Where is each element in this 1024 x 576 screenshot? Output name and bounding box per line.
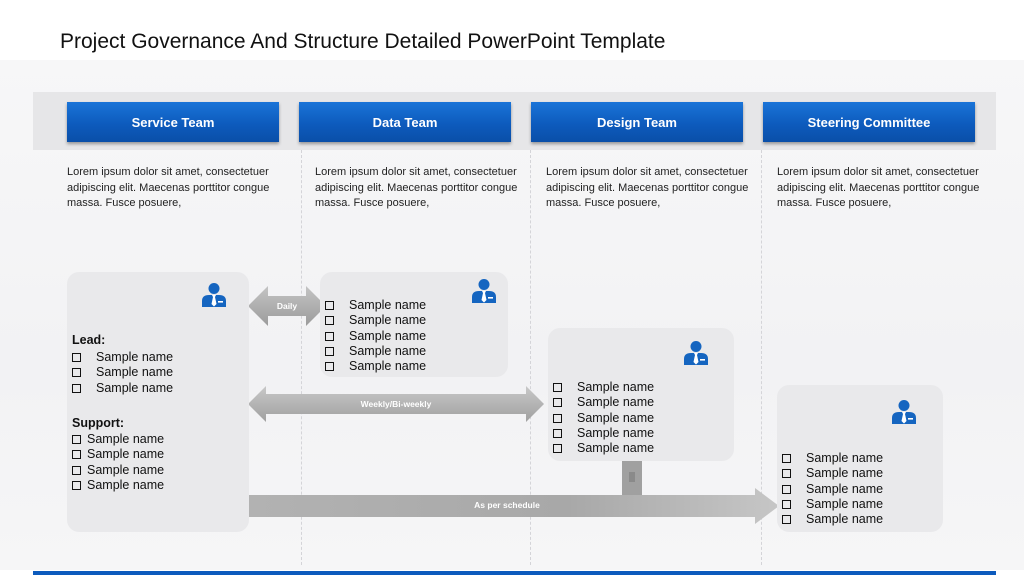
- daily-label: Daily: [276, 301, 298, 311]
- data-team-card: Sample name Sample name Sample name Samp…: [320, 272, 508, 377]
- checkbox-icon: [553, 383, 562, 393]
- list-item: Sample name: [72, 350, 173, 365]
- list-item: Sample name: [782, 466, 883, 481]
- design-connector-stem: [622, 458, 642, 496]
- desc-design-team: Lorem ipsum dolor sit amet, consectetuer…: [546, 166, 749, 209]
- data-team-list: Sample name Sample name Sample name Samp…: [325, 298, 426, 374]
- schedule-label: As per schedule: [474, 500, 540, 510]
- list-item: Sample name: [782, 497, 883, 512]
- column-divider: [530, 150, 531, 565]
- weekly-double-arrow: [248, 386, 544, 422]
- person-tie-icon: [892, 400, 916, 424]
- header-steering-committee: Steering Committee: [763, 102, 975, 142]
- list-item: Sample name: [553, 441, 654, 456]
- lead-list: Sample name Sample name Sample name: [72, 350, 173, 396]
- design-team-list: Sample name Sample name Sample name Samp…: [553, 380, 654, 456]
- checkbox-icon: [72, 435, 81, 445]
- list-item: Sample name: [72, 432, 164, 447]
- list-item: Sample name: [782, 482, 883, 497]
- list-item: Sample name: [72, 447, 164, 462]
- person-tie-icon: [472, 279, 496, 303]
- checkbox-icon: [72, 450, 81, 460]
- desc-service-team: Lorem ipsum dolor sit amet, consectetuer…: [67, 166, 270, 209]
- checkbox-icon: [325, 301, 334, 311]
- list-item: Sample name: [325, 313, 426, 328]
- checkbox-icon: [325, 347, 334, 357]
- checkbox-icon: [553, 413, 562, 423]
- person-tie-icon: [684, 341, 708, 365]
- weekly-label: Weekly/Bi-weekly: [360, 399, 432, 409]
- list-item: Sample name: [782, 451, 883, 466]
- checkbox-icon: [325, 331, 334, 341]
- checkbox-icon: [325, 316, 334, 326]
- list-item: Sample name: [72, 365, 173, 380]
- checkbox-icon: [553, 444, 562, 454]
- checkbox-icon: [553, 398, 562, 408]
- design-team-card: Sample name Sample name Sample name Samp…: [548, 328, 734, 461]
- list-item: Sample name: [72, 381, 173, 396]
- column-divider: [761, 150, 762, 565]
- checkbox-icon: [782, 484, 791, 494]
- list-item: Sample name: [72, 463, 164, 478]
- desc-steering-committee: Lorem ipsum dolor sit amet, consectetuer…: [777, 166, 980, 209]
- support-label: Support:: [72, 416, 125, 430]
- checkbox-icon: [72, 481, 81, 491]
- schedule-arrow: [249, 488, 779, 524]
- list-item: Sample name: [553, 426, 654, 441]
- checkbox-icon: [553, 429, 562, 439]
- bottom-accent-bar: [33, 571, 996, 575]
- slide-title: Project Governance And Structure Detaile…: [60, 30, 666, 53]
- lead-label: Lead:: [72, 333, 106, 347]
- header-service-team: Service Team: [67, 102, 279, 142]
- header-data-team: Data Team: [299, 102, 511, 142]
- checkbox-icon: [782, 469, 791, 479]
- list-item: Sample name: [553, 411, 654, 426]
- checkbox-icon: [72, 465, 81, 475]
- header-design-team: Design Team: [531, 102, 743, 142]
- checkbox-icon: [325, 362, 334, 372]
- list-item: Sample name: [325, 329, 426, 344]
- checkbox-icon: [72, 383, 81, 393]
- person-tie-icon: [202, 283, 226, 307]
- checkbox-icon: [72, 353, 81, 363]
- daily-double-arrow: [248, 286, 326, 326]
- service-team-card: Lead: Sample name Sample name Sample nam…: [67, 272, 249, 532]
- list-item: Sample name: [325, 359, 426, 374]
- list-item: Sample name: [325, 298, 426, 313]
- list-item: Sample name: [72, 478, 164, 493]
- checkbox-icon: [782, 454, 791, 464]
- steering-committee-list: Sample name Sample name Sample name Samp…: [782, 451, 883, 527]
- support-list: Sample name Sample name Sample name Samp…: [72, 432, 164, 493]
- list-item: Sample name: [782, 512, 883, 527]
- steering-committee-card: Sample name Sample name Sample name Samp…: [777, 385, 943, 532]
- checkbox-icon: [782, 515, 791, 525]
- list-item: Sample name: [325, 344, 426, 359]
- list-item: Sample name: [553, 380, 654, 395]
- checkbox-icon: [72, 368, 81, 378]
- column-divider: [301, 150, 302, 565]
- list-item: Sample name: [553, 395, 654, 410]
- desc-data-team: Lorem ipsum dolor sit amet, consectetuer…: [315, 166, 518, 209]
- checkbox-icon: [782, 500, 791, 510]
